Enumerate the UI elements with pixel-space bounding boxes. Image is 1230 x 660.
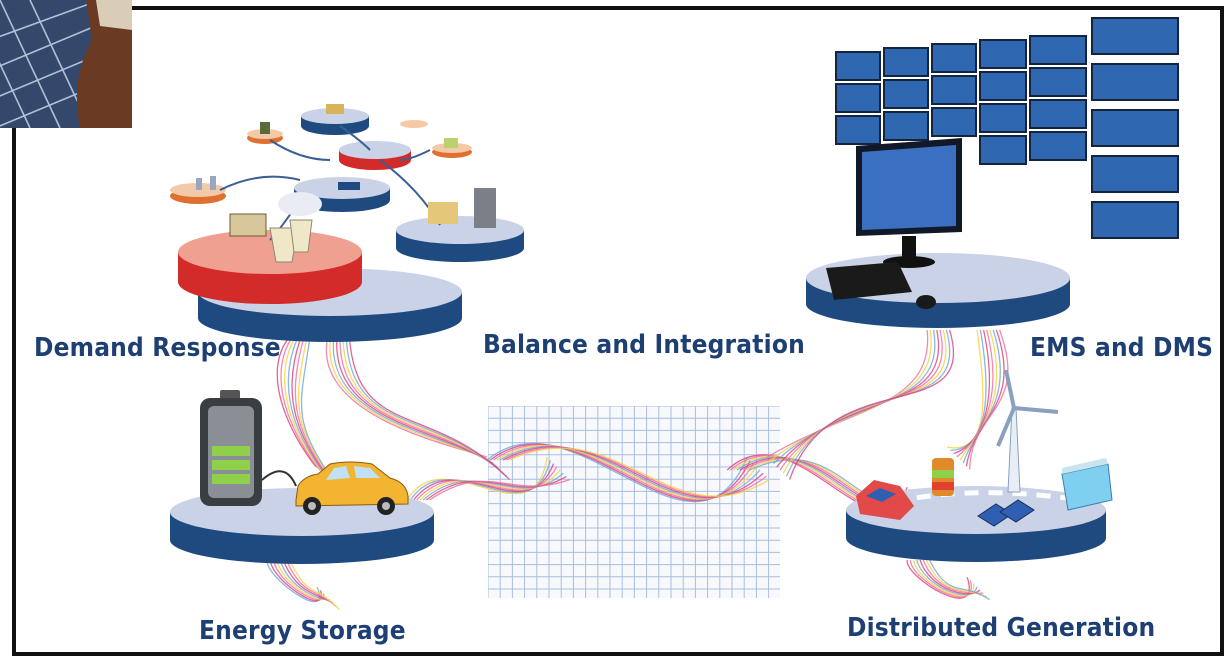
energy-storage-label: Energy Storage xyxy=(199,616,406,646)
demand-response-platform xyxy=(170,108,524,342)
demand-response-label: Demand Response xyxy=(34,333,281,363)
hydro-dam-icon xyxy=(1061,458,1113,511)
factory-icon xyxy=(196,104,496,228)
balance-integration-label: Balance and Integration xyxy=(483,330,805,360)
ems-dms-label: EMS and DMS xyxy=(1030,333,1214,363)
solar-panels-icon xyxy=(977,499,1035,527)
battery-small-icon xyxy=(932,458,954,496)
keyboard-icon xyxy=(826,262,912,300)
distributed-generation-label: Distributed Generation xyxy=(847,613,1156,643)
power-plant-icon xyxy=(229,192,322,263)
mouse-icon xyxy=(916,295,936,309)
battery-icon xyxy=(200,390,297,506)
solar-panel-photo xyxy=(0,0,132,128)
house-icon xyxy=(856,480,914,520)
balance-grid xyxy=(488,406,780,598)
wind-turbine-icon xyxy=(996,369,1059,493)
energy-storage-platform xyxy=(170,488,434,564)
computer-monitor-icon xyxy=(856,138,962,268)
video-wall-icon xyxy=(835,17,1179,239)
electric-car-icon xyxy=(295,461,409,515)
